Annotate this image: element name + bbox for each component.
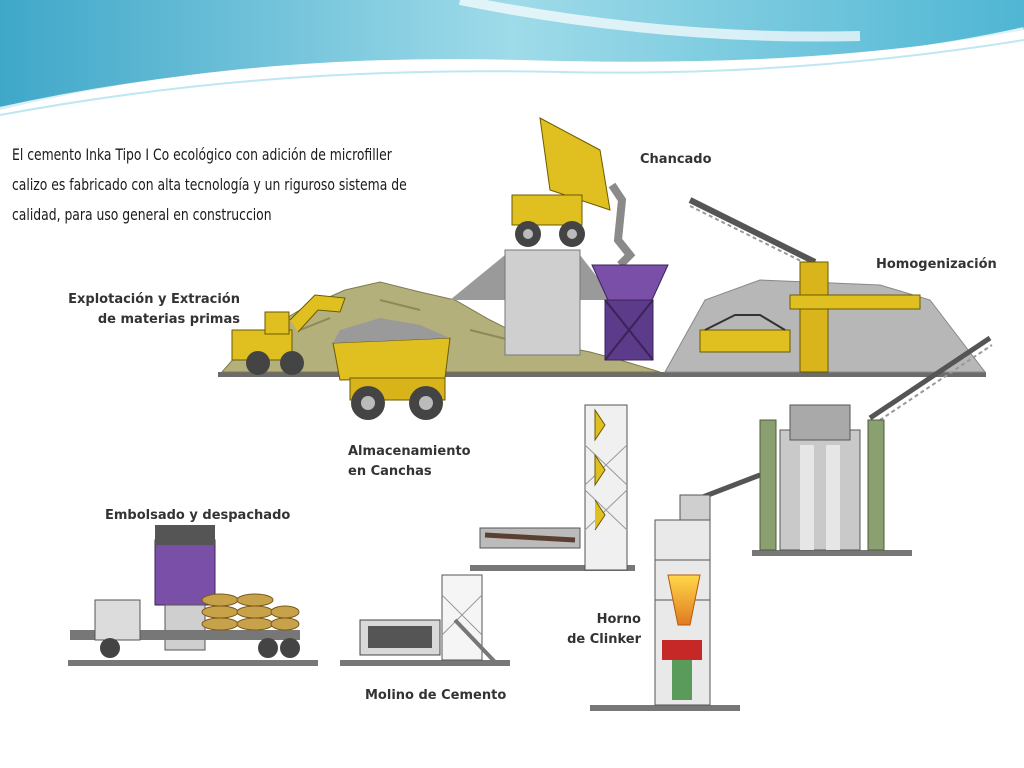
- label-horno: Horno de Clinker: [567, 612, 641, 647]
- preheater-tower: [470, 404, 635, 571]
- dust-plume: [608, 182, 636, 268]
- header-wave: [0, 0, 1024, 116]
- clinker-kiln-tower: [590, 494, 740, 711]
- label-molino: Molino de Cemento: [365, 688, 507, 703]
- haul-truck: [332, 318, 451, 420]
- bagging-dispatch: [68, 525, 318, 666]
- intro-line-2: calizo es fabricado con alta tecnología …: [12, 175, 407, 194]
- tipping-truck: [511, 117, 611, 247]
- label-chancado: Chancado: [640, 152, 712, 167]
- intro-line-1: El cemento Inka Tipo I Co ecológico con …: [12, 145, 392, 164]
- wheel-loader: [231, 294, 346, 375]
- ground-line: [218, 372, 986, 377]
- intro-line-3: calidad, para uso general en construccio…: [12, 205, 272, 224]
- label-homogenizacion: Homogenización: [876, 257, 997, 272]
- crusher-hopper: [591, 264, 669, 361]
- cement-mill: [340, 574, 510, 666]
- label-explotacion: Explotación y Extración de materias prim…: [68, 292, 240, 327]
- raw-mill-conveyor: [868, 335, 993, 425]
- stacker-conveyor: [688, 197, 921, 373]
- intro-paragraph: El cemento Inka Tipo I Co ecológico con …: [12, 140, 476, 230]
- silo-plant: [694, 404, 912, 556]
- label-almacenamiento: Almacenamiento en Canchas: [348, 444, 471, 479]
- label-embolsado: Embolsado y despachado: [105, 508, 291, 523]
- crusher-building: [504, 249, 581, 356]
